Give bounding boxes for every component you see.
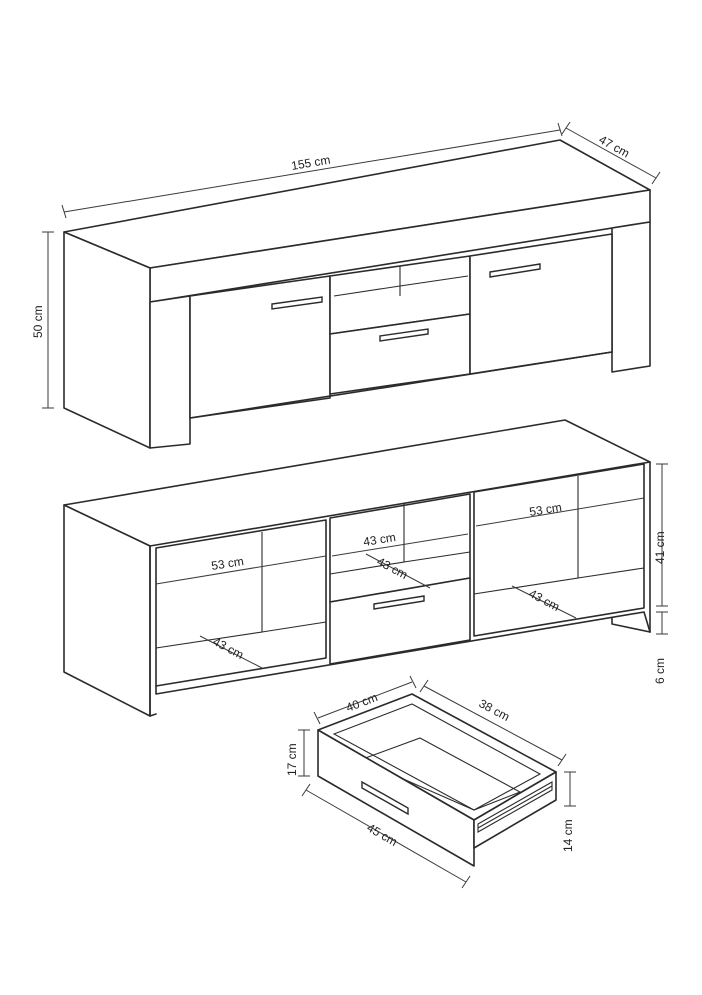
drawer-front-handle: [361, 780, 409, 816]
left-door-handle: [271, 296, 323, 310]
depth-label: 47 cm: [597, 132, 632, 160]
drawer-height-label: 17 cm: [285, 743, 299, 776]
drawer-view: 40 cm 38 cm 17 cm 45 cm 14 cm: [285, 675, 576, 889]
cabinet-left-side: [63, 231, 151, 449]
inner-height-label: 41 cm: [653, 531, 667, 564]
drawer-runner: [477, 781, 553, 833]
cabinet-left-door: [189, 275, 331, 419]
open-drawer-handle: [373, 595, 425, 610]
right-width-label: 53 cm: [528, 500, 562, 519]
drawer-handle: [379, 328, 429, 342]
leg-height-label: 6 cm: [653, 658, 667, 684]
closed-cabinet-view: 155 cm 47 cm 50 cm: [31, 121, 661, 449]
depth-dimension-line: [565, 127, 657, 179]
drawer-front-panel: [317, 729, 475, 867]
middle-width-label: 43 cm: [362, 530, 396, 549]
left-width-label: 53 cm: [210, 554, 244, 573]
width-dimension-line: [63, 129, 561, 213]
drawer-front-width-label: 45 cm: [365, 820, 400, 848]
left-compartment: [155, 519, 327, 687]
open-cabinet-view: 53 cm 43 cm 43 cm 43 cm 53 cm 43 cm 41 c…: [63, 419, 668, 717]
drawer-side-label: 38 cm: [477, 696, 512, 724]
cabinet-right-door: [469, 233, 613, 375]
open-middle-drawer: [329, 577, 471, 665]
right-compartment: [473, 463, 645, 637]
width-label: 155 cm: [290, 153, 331, 173]
cabinet-right-front-panel: [611, 221, 651, 373]
right-door-handle: [489, 263, 541, 278]
cabinet-bottom-edge: [189, 351, 613, 419]
drawer-inner-height-label: 14 cm: [561, 819, 575, 852]
cabinet-left-front-panel: [149, 295, 191, 449]
height-label: 50 cm: [31, 305, 45, 338]
